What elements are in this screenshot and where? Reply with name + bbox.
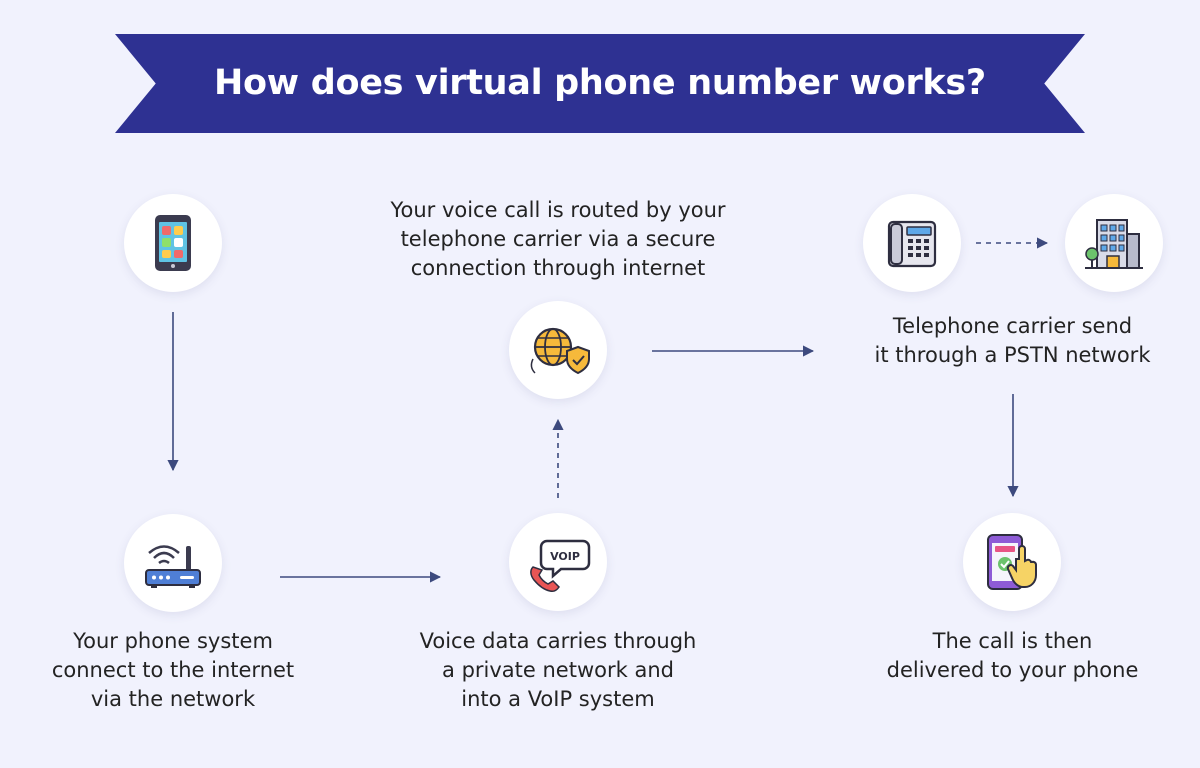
title-banner: How does virtual phone number works?	[115, 34, 1085, 133]
caption-routed: Your voice call is routed by your teleph…	[390, 198, 726, 280]
secure-globe-icon	[530, 327, 590, 375]
voip-icon-label: VOIP	[550, 550, 580, 563]
tap-phone-node	[963, 513, 1061, 611]
wifi-router-icon	[145, 545, 201, 588]
mobile-phone-node	[124, 194, 222, 292]
tap-phone-icon	[987, 534, 1037, 590]
voip-call-icon: VOIP	[530, 539, 591, 592]
caption-phone-system: Your phone system connect to the interne…	[51, 629, 295, 711]
voip-node: VOIP	[509, 513, 607, 611]
office-building-icon	[1085, 219, 1143, 269]
router-node	[124, 514, 222, 612]
desk-telephone-icon	[887, 220, 937, 268]
caption-delivered: The call is then delivered to your phone	[886, 629, 1139, 682]
caption-pstn: Telephone carrier send it through a PSTN…	[874, 314, 1151, 367]
page-title: How does virtual phone number works?	[214, 62, 986, 103]
office-building-node	[1065, 194, 1163, 292]
desk-telephone-node	[863, 194, 961, 292]
secure-globe-node	[509, 301, 607, 399]
mobile-phone-icon	[155, 215, 191, 271]
caption-voip: Voice data carries through a private net…	[419, 629, 697, 711]
